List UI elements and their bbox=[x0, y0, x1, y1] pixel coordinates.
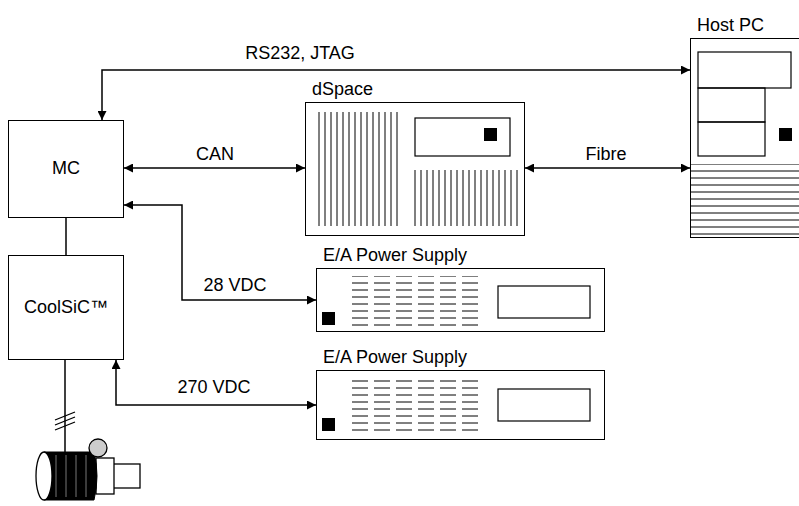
drive-bay bbox=[698, 52, 791, 88]
device-label: dSpace bbox=[312, 80, 373, 100]
connector bbox=[124, 167, 305, 169]
connector-label: CAN bbox=[194, 145, 236, 165]
connector-label: Fibre bbox=[583, 145, 628, 165]
front-panel bbox=[415, 118, 510, 156]
power-button bbox=[322, 312, 335, 325]
connector bbox=[65, 218, 67, 255]
inverter-box: CoolSiC™ bbox=[8, 255, 124, 360]
connector bbox=[525, 167, 690, 169]
drive-bay bbox=[698, 88, 765, 122]
box-label: MC bbox=[52, 159, 80, 179]
phase-wire bbox=[64, 360, 66, 452]
vent-slots bbox=[410, 170, 520, 226]
vent-slots bbox=[350, 378, 482, 434]
power-button bbox=[779, 128, 792, 141]
power-button bbox=[322, 418, 335, 431]
computer-box: Host PC bbox=[690, 38, 799, 238]
device-box: dSpace bbox=[305, 102, 525, 236]
display bbox=[498, 286, 590, 318]
connector-label: RS232, JTAG bbox=[243, 44, 357, 64]
display bbox=[498, 389, 590, 421]
drive-bay bbox=[698, 122, 765, 156]
connector bbox=[102, 70, 690, 120]
power-button bbox=[484, 128, 497, 141]
vent-slots bbox=[691, 164, 799, 236]
power-supply-box: E/A Power Supply bbox=[316, 370, 605, 440]
power-supply-box: E/A Power Supply bbox=[316, 268, 605, 332]
motor-symbol bbox=[36, 439, 140, 500]
device-label: E/A Power Supply bbox=[323, 348, 467, 368]
connector-label: 28 VDC bbox=[201, 276, 268, 296]
controller-box: MC bbox=[8, 120, 124, 218]
device-label: E/A Power Supply bbox=[323, 246, 467, 266]
box-label: CoolSiC™ bbox=[24, 298, 108, 318]
device-label: Host PC bbox=[697, 16, 764, 36]
connector-label: 270 VDC bbox=[175, 378, 252, 398]
connector bbox=[116, 360, 316, 405]
connector bbox=[124, 205, 316, 300]
vent-slots bbox=[350, 276, 482, 328]
vent-slots bbox=[316, 112, 400, 226]
three-phase-mark bbox=[55, 412, 75, 430]
